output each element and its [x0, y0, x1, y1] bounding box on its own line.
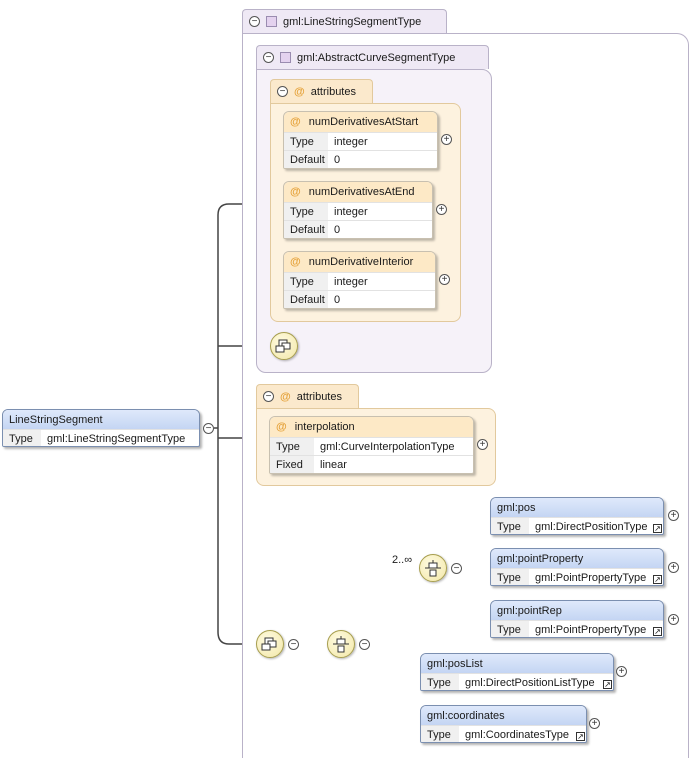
element-name: LineStringSegment [9, 413, 103, 426]
reference-arrow-icon[interactable]: ↗ [576, 732, 585, 741]
row-value: gml:PointPropertyType [535, 623, 647, 636]
attribute-card-numderivativesatend[interactable]: @ numDerivativesAtEnd Type integer Default… [283, 181, 433, 239]
collapse-toggle-icon[interactable]: − [263, 52, 274, 63]
row-value: gml:LineStringSegmentType [47, 432, 186, 445]
row-value: 0 [334, 223, 341, 236]
attribute-name: numDerivativesAtStart [308, 116, 419, 128]
attributes-tab-outer: − @ attributes [256, 384, 359, 408]
choice-compositor-points[interactable] [419, 554, 447, 582]
row-value: integer [334, 275, 368, 288]
collapse-toggle-icon[interactable]: − [277, 86, 288, 97]
attribute-name: numDerivativesAtEnd [308, 186, 415, 198]
row-value: gml:DirectPositionListType [465, 676, 595, 689]
collapse-toggle-icon[interactable]: − [249, 16, 260, 27]
attribute-at-icon: @ [294, 85, 305, 98]
reference-arrow-icon[interactable]: ↗ [603, 680, 612, 689]
element-name: gml:pos [497, 501, 536, 514]
row-key: Default [284, 291, 328, 308]
collapse-toggle-icon[interactable]: − [359, 639, 370, 650]
choice-compositor-main[interactable] [327, 630, 355, 658]
choice-icon [333, 636, 349, 653]
cardinality-label: 2..∞ [392, 554, 413, 566]
reference-arrow-icon[interactable]: ↗ [653, 524, 662, 533]
row-value: 0 [334, 153, 341, 166]
element-gml-pointproperty[interactable]: gml:pointProperty Type gml:PointPropertyT… [490, 548, 664, 586]
expand-toggle-icon[interactable]: + [668, 562, 679, 573]
row-value: linear [320, 458, 347, 471]
row-value: 0 [334, 293, 341, 306]
complex-type-icon [266, 16, 277, 27]
attribute-name: interpolation [294, 421, 355, 433]
row-value: gml:PointPropertyType [535, 571, 647, 584]
row-value: gml:DirectPositionType [535, 520, 648, 533]
row-key: Type [284, 273, 328, 290]
row-key: Type [491, 621, 529, 637]
row-key: Type [491, 569, 529, 585]
expand-toggle-icon[interactable]: + [439, 274, 450, 285]
expand-toggle-icon[interactable]: + [436, 204, 447, 215]
choice-icon [425, 560, 441, 577]
element-gml-poslist[interactable]: gml:posList Type gml:DirectPositionListTy… [420, 653, 614, 691]
expand-toggle-icon[interactable]: + [668, 614, 679, 625]
reference-arrow-icon[interactable]: ↗ [653, 627, 662, 636]
attribute-at-icon: @ [290, 256, 301, 268]
element-name: gml:pointRep [497, 604, 562, 617]
expand-toggle-icon[interactable]: + [441, 134, 452, 145]
element-gml-pos[interactable]: gml:pos Type gml:DirectPositionType ↗ [490, 497, 664, 535]
row-key: Type [421, 726, 459, 742]
element-gml-pointrep[interactable]: gml:pointRep Type gml:PointPropertyType ↗ [490, 600, 664, 638]
row-key: Fixed [270, 456, 314, 473]
row-key: Type [3, 430, 41, 446]
type-tab-linestringsegmenttype: − gml:LineStringSegmentType [242, 9, 447, 33]
collapse-toggle-icon[interactable]: − [451, 563, 462, 574]
element-name: gml:pointProperty [497, 552, 584, 565]
attributes-tab-inner: − @ attributes [270, 79, 373, 103]
row-value: integer [334, 205, 368, 218]
row-key: Type [491, 518, 529, 534]
element-name: gml:coordinates [427, 709, 505, 722]
attributes-label: attributes [310, 85, 356, 98]
element-name: gml:posList [427, 657, 483, 670]
sequence-compositor-outer[interactable] [256, 630, 284, 658]
attribute-name: numDerivativeInterior [308, 256, 414, 268]
root-element-linestringsegment[interactable]: LineStringSegment Type gml:LineStringSegm… [2, 409, 200, 447]
complex-type-icon [280, 52, 291, 63]
attribute-at-icon: @ [280, 390, 291, 403]
collapse-toggle-icon[interactable]: − [263, 391, 274, 402]
type-label: gml:LineStringSegmentType [283, 15, 422, 28]
expand-toggle-icon[interactable]: + [616, 666, 627, 677]
expand-toggle-icon[interactable]: + [589, 718, 600, 729]
attribute-card-interpolation[interactable]: @ interpolation Type gml:CurveInterpolatio… [269, 416, 474, 474]
row-key: Type [284, 133, 328, 150]
expand-toggle-icon[interactable]: + [477, 439, 488, 450]
row-value: gml:CoordinatesType [465, 728, 569, 741]
attribute-card-numderivativeinterior[interactable]: @ numDerivativeInterior Type integer Defau… [283, 251, 436, 309]
sequence-compositor-inner[interactable] [270, 332, 298, 360]
row-key: Type [421, 674, 459, 690]
row-key: Type [284, 203, 328, 220]
attribute-at-icon: @ [290, 186, 301, 198]
sequence-icon [275, 339, 291, 353]
row-key: Default [284, 221, 328, 238]
collapse-toggle-icon[interactable]: − [288, 639, 299, 650]
attributes-label: attributes [296, 390, 342, 403]
attribute-at-icon: @ [290, 116, 301, 128]
attribute-card-numderivativesatstart[interactable]: @ numDerivativesAtStart Type integer Defau… [283, 111, 438, 169]
type-label: gml:AbstractCurveSegmentType [297, 51, 456, 64]
attribute-at-icon: @ [276, 421, 287, 433]
reference-arrow-icon[interactable]: ↗ [653, 575, 662, 584]
collapse-toggle-icon[interactable]: − [203, 423, 214, 434]
type-tab-abstractcurvesegmenttype: − gml:AbstractCurveSegmentType [256, 45, 489, 69]
row-value: gml:CurveInterpolationType [320, 440, 455, 453]
row-value: integer [334, 135, 368, 148]
row-key: Default [284, 151, 328, 168]
expand-toggle-icon[interactable]: + [668, 510, 679, 521]
sequence-icon [261, 637, 277, 651]
row-key: Type [270, 438, 314, 455]
